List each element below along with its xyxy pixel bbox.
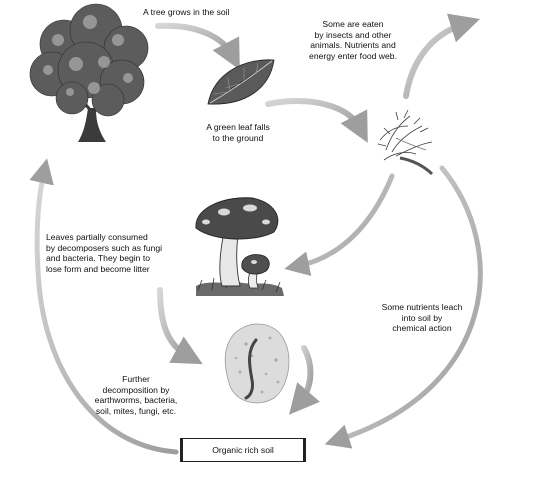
arrow-tree-to-leaf <box>155 22 240 70</box>
arrow-leach-to-soil <box>324 165 483 449</box>
cycle-arrows <box>29 13 483 455</box>
arrow-leaf-to-litter <box>265 98 368 143</box>
label-organic-soil: Organic rich soil <box>212 445 274 455</box>
humus-clump-icon <box>224 323 290 404</box>
arrow-litter-to-fungi <box>284 173 395 276</box>
tree-icon <box>29 3 149 142</box>
arrow-to-food-web <box>403 13 481 99</box>
leaf-litter-icon <box>377 109 434 176</box>
label-nutrients-leach: Some nutrients leach into soil by chemic… <box>381 302 463 333</box>
green-leaf-icon <box>207 59 275 105</box>
organic-soil-box: Organic rich soil <box>180 438 306 462</box>
arrow-soil-to-tree <box>29 158 179 455</box>
label-leaf-falls: A green leaf falls to the ground <box>206 122 270 143</box>
arrow-fungi-to-humus <box>157 287 203 365</box>
label-tree-grows: A tree grows in the soil <box>143 7 230 17</box>
label-some-eaten: Some are eaten by insects and other anim… <box>309 19 397 61</box>
label-further-decomposition: Further decomposition by earthworms, bac… <box>94 374 178 416</box>
arrow-humus-to-soil <box>289 345 320 415</box>
mushroom-icon <box>195 197 284 296</box>
label-partially-consumed: Leaves partially consumed by decomposers… <box>46 232 163 274</box>
